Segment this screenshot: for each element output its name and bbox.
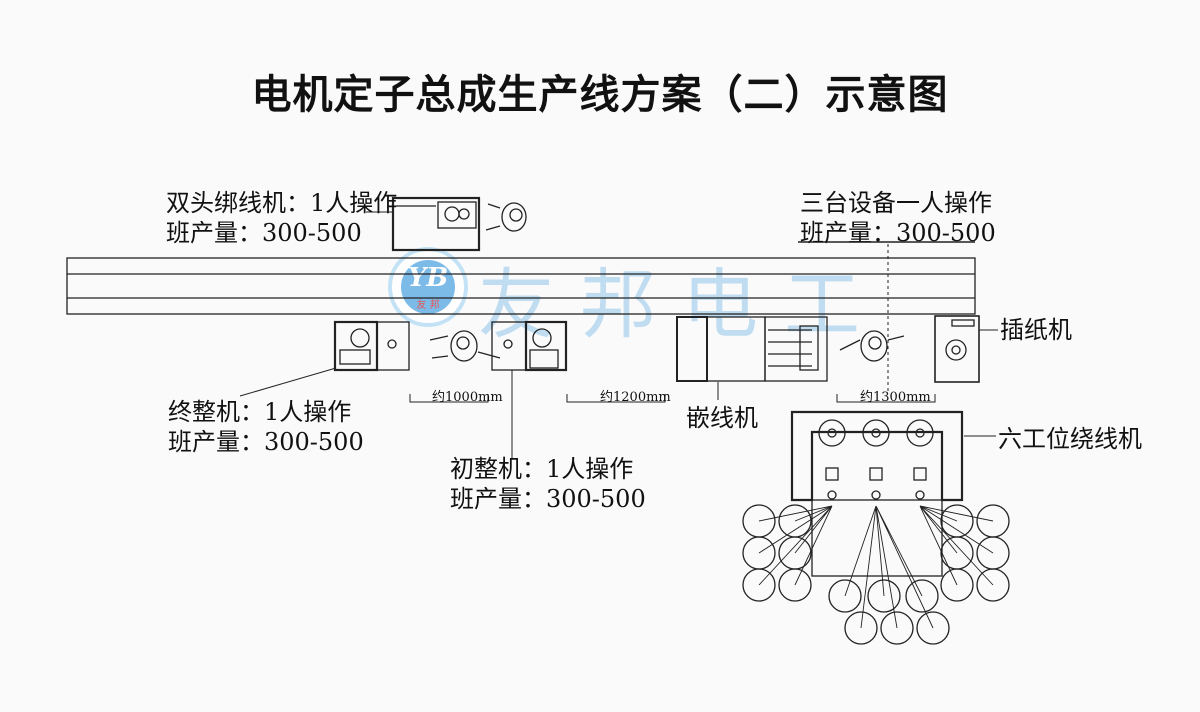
dimension-label-2: 约1200mm <box>600 390 671 405</box>
dimension-label-3: 约1300mm <box>860 390 931 405</box>
wire-spools <box>742 504 1010 645</box>
binding-machine-label: 双头绑线机：1人操作 班产量：300-500 <box>166 188 397 248</box>
final-shaping-output: 班产量：300-500 <box>168 428 364 456</box>
watermark-logo: YB 友 邦 <box>388 247 468 327</box>
initial-shaping-label: 初整机：1人操作 班产量：300-500 <box>450 454 646 514</box>
dimension-line <box>409 394 936 403</box>
final-shaping-name: 终整机：1人操作 <box>168 398 352 426</box>
diagram-title: 电机定子总成生产线方案（二）示意图 <box>251 72 949 118</box>
initial-shaping-machine <box>491 320 568 372</box>
operator-icon <box>839 330 905 362</box>
paper-inserting-machine <box>934 315 980 383</box>
binding-machine-name: 双头绑线机：1人操作 <box>166 189 398 217</box>
three-device-label: 三台设备一人操作 班产量：300-500 <box>800 188 996 248</box>
operator-icon <box>429 330 501 362</box>
three-device-name: 三台设备一人操作 <box>800 189 992 217</box>
wires <box>758 505 994 629</box>
paper-inserting-label: 插纸机 <box>1000 316 1072 344</box>
dimension-label-1: 约1000mm <box>432 390 503 405</box>
winding-label: 六工位绕线机 <box>998 425 1142 453</box>
three-device-output: 班产量：300-500 <box>800 219 996 247</box>
watermark-logo-subtext: 友 邦 <box>416 300 440 311</box>
final-shaping-machine <box>333 320 410 372</box>
winding-machine <box>790 410 964 577</box>
binding-machine-output: 班产量：300-500 <box>166 219 362 247</box>
embedding-machine <box>676 316 828 382</box>
conveyor <box>66 257 976 315</box>
watermark-text: 友邦电工 <box>478 260 886 349</box>
watermark-logo-text: YB <box>407 263 449 293</box>
binding-machine <box>391 196 481 252</box>
initial-shaping-name: 初整机：1人操作 <box>450 455 634 483</box>
initial-shaping-output: 班产量：300-500 <box>450 485 646 513</box>
operator-icon <box>485 202 527 232</box>
embedding-label: 嵌线机 <box>686 404 758 432</box>
final-shaping-label: 终整机：1人操作 班产量：300-500 <box>168 397 364 457</box>
